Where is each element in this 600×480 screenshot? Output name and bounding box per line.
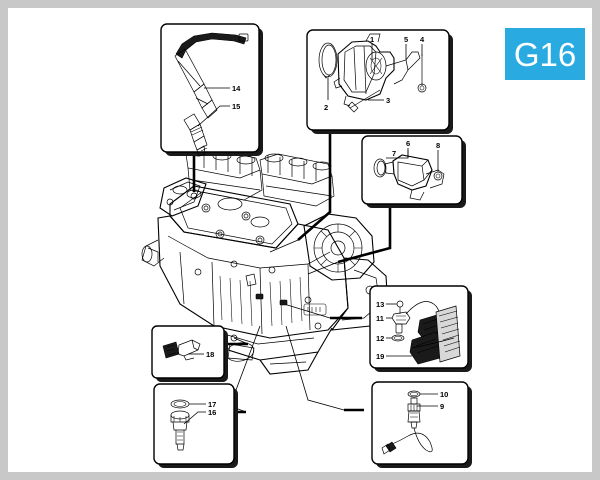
solenoid-part xyxy=(373,154,445,201)
label-12: 12 xyxy=(376,334,384,343)
callout-box-spark-plug[interactable]: 14 15 xyxy=(160,23,263,157)
label-7: 7 xyxy=(392,149,396,158)
switch-part xyxy=(162,339,201,361)
label-5: 5 xyxy=(404,35,408,44)
lambda-sensor-part xyxy=(381,390,433,455)
label-19: 19 xyxy=(376,352,384,361)
label-11: 11 xyxy=(376,314,384,323)
left-intake-stub xyxy=(141,239,165,267)
valve-cover xyxy=(169,185,299,249)
label-1: 1 xyxy=(370,35,374,44)
callout-box-sensor-connector[interactable]: 13 11 12 19 xyxy=(369,285,472,372)
label-8: 8 xyxy=(436,141,440,150)
leader-18: 18 xyxy=(188,350,214,359)
callout-box-lambda-sensor[interactable]: 10 9 xyxy=(371,381,472,468)
leaders-lambda: 10 9 xyxy=(417,390,448,411)
block-sensors xyxy=(245,273,288,306)
leaders-sensor: 13 11 12 19 xyxy=(376,300,412,361)
label-15: 15 xyxy=(232,102,240,111)
leaders-throttle: 2 1 5 4 3 xyxy=(324,35,425,112)
label-17: 17 xyxy=(208,400,216,409)
pointer-lines xyxy=(229,239,345,413)
leaders-temp: 17 16 xyxy=(183,400,216,425)
label-14: 14 xyxy=(232,84,241,93)
leaders-solenoid: 7 6 8 xyxy=(386,139,440,172)
leader-15: 15 xyxy=(197,102,240,127)
rear-cylinder-head xyxy=(159,177,207,217)
case-marking xyxy=(303,303,327,316)
callout-box-solenoid[interactable]: 7 6 8 xyxy=(361,135,466,208)
callout-box-temp-sensor[interactable]: 17 16 xyxy=(153,383,238,468)
leader-14: 14 xyxy=(204,84,241,93)
throttle-body-part xyxy=(318,33,427,113)
label-3: 3 xyxy=(386,96,390,105)
label-2: 2 xyxy=(324,103,328,112)
label-13: 13 xyxy=(376,300,384,309)
label-4: 4 xyxy=(420,35,425,44)
oil-pan xyxy=(259,351,319,375)
callout-box-switch[interactable]: 18 xyxy=(151,325,228,382)
sensor-connector-part xyxy=(391,300,461,365)
spark-plug-bore xyxy=(186,189,202,199)
label-9: 9 xyxy=(440,402,444,411)
intake-manifold xyxy=(185,147,335,207)
page-code-badge: G16 xyxy=(505,28,585,80)
label-6: 6 xyxy=(406,139,410,148)
callout-box-throttle-body[interactable]: 2 1 5 4 3 xyxy=(306,29,453,134)
label-10: 10 xyxy=(440,390,448,399)
label-18: 18 xyxy=(206,350,214,359)
parts-diagram-canvas: .bx{fill:#ffffff;stroke:#000000;stroke-w… xyxy=(141,23,472,468)
spark-plug-part xyxy=(174,32,249,157)
clutch-cover xyxy=(303,213,375,281)
label-16: 16 xyxy=(208,408,216,417)
